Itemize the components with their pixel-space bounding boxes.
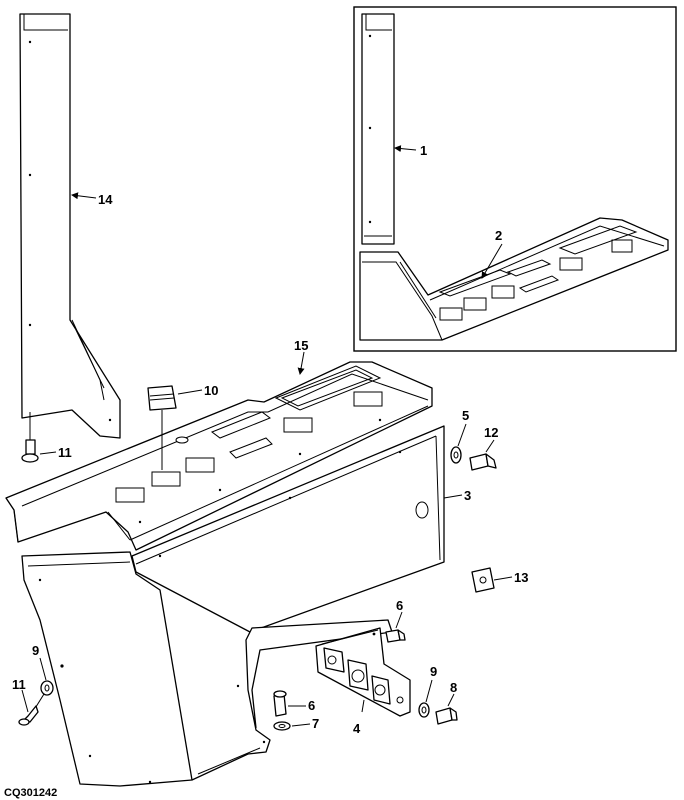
callout-15: 15 [294, 338, 308, 353]
callout-12: 12 [484, 425, 498, 440]
bolt-bracket [385, 629, 406, 643]
washer-bracket [418, 702, 430, 718]
figure-id: CQ301242 [4, 787, 57, 799]
nut-clip [471, 567, 495, 593]
callout-7: 7 [312, 716, 319, 731]
screw-upper [21, 412, 39, 463]
bracket [315, 627, 411, 717]
callout-6-upper: 6 [396, 598, 403, 613]
callout-5: 5 [462, 408, 469, 423]
plug [147, 385, 177, 470]
callout-11-lower: 11 [12, 677, 26, 692]
callout-2: 2 [495, 228, 502, 243]
callout-9-right: 9 [430, 664, 437, 679]
inset-panel [359, 217, 669, 341]
side-panel [21, 551, 393, 787]
bolt-lower-right [435, 707, 458, 725]
callout-8: 8 [450, 680, 457, 695]
stud-lower [273, 690, 287, 717]
callout-9-left: 9 [32, 643, 39, 658]
callout-4: 4 [353, 721, 361, 736]
bolt-right [469, 453, 497, 471]
washer-lower [273, 721, 291, 731]
callout-11-upper: 11 [58, 445, 72, 460]
inset-view: 1 2 [353, 6, 677, 352]
callout-10: 10 [204, 383, 218, 398]
callout-6-lower: 6 [308, 698, 315, 713]
inset-upright-post [361, 13, 395, 245]
screw-lower [18, 693, 45, 726]
upright-post [19, 13, 121, 439]
washer-left [40, 680, 54, 696]
callout-3: 3 [464, 488, 471, 503]
washer-right [450, 446, 462, 464]
callout-13: 13 [514, 570, 528, 585]
callout-1: 1 [420, 143, 427, 158]
callout-14: 14 [98, 192, 113, 207]
main-panel [5, 361, 433, 551]
